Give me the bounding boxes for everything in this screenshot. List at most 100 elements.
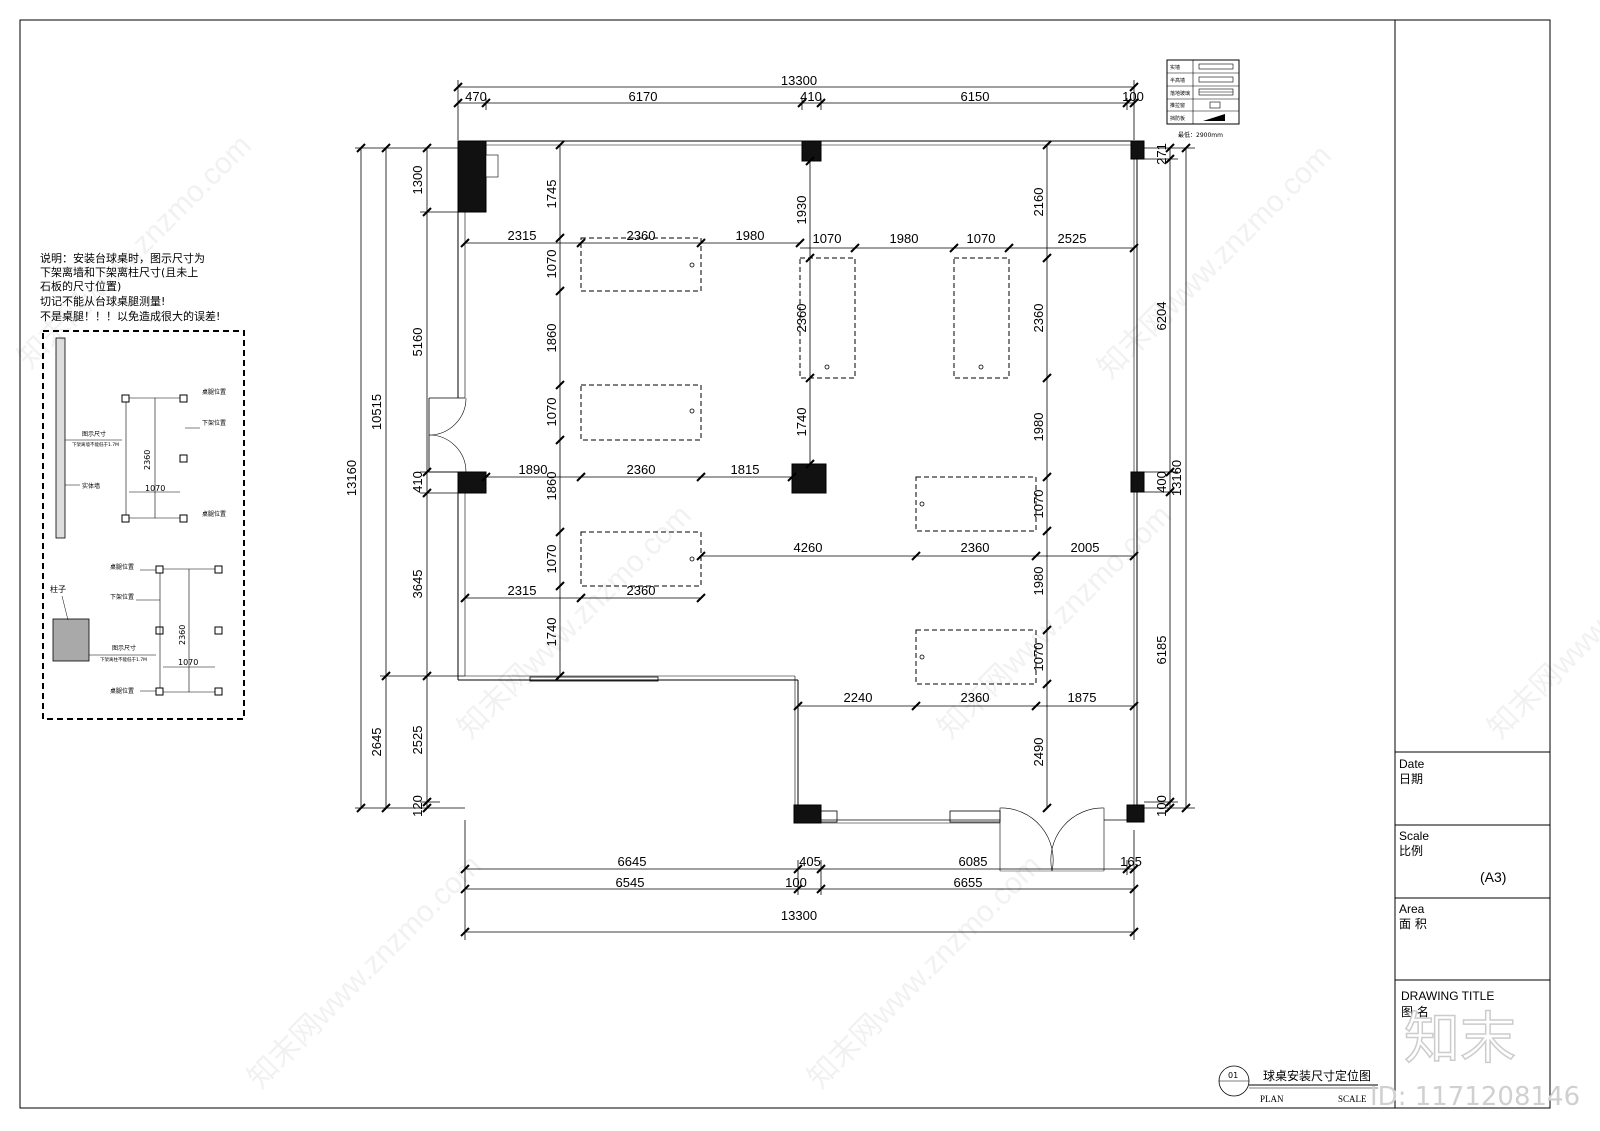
dim-inner: 1875 xyxy=(1068,690,1097,705)
leg-square xyxy=(214,687,223,696)
dim-right-inner: 6204 xyxy=(1154,302,1169,331)
dimension-tick xyxy=(422,797,432,807)
dim-top-seg: 410 xyxy=(800,89,822,104)
dimension-tick xyxy=(1042,803,1052,813)
dim-inner: 1745 xyxy=(544,180,559,209)
legend-sym-solid-wall xyxy=(1198,63,1234,70)
dim-bottom-2: 6545 xyxy=(616,875,645,890)
dimension-tick xyxy=(422,143,432,153)
note-line-5: 不是桌腿！！！以免造成很大的误差! xyxy=(40,309,220,323)
watermark-logo: 知末 xyxy=(1404,1007,1516,1072)
tb-area-cn: 面 积 xyxy=(1399,917,1427,931)
dim-inner: 1740 xyxy=(544,618,559,647)
detail1-len: 2360 xyxy=(143,450,152,470)
dimension-tick xyxy=(356,803,366,813)
detail2-frame-label: 下架位置 xyxy=(110,593,134,601)
dim-inner: 1890 xyxy=(519,462,548,477)
dim-inner: 2360 xyxy=(627,462,656,477)
pool-table xyxy=(580,531,702,587)
tb-date-en: Date xyxy=(1399,757,1425,771)
dimension-tick xyxy=(1129,82,1139,92)
solid-wall xyxy=(55,337,66,539)
dimension-tick xyxy=(460,864,470,874)
dimension-tick xyxy=(555,671,565,681)
detail1-wall-label: 实体墙 xyxy=(82,482,100,490)
pool-table xyxy=(580,237,702,292)
dimension-tick xyxy=(422,467,432,477)
dimension-tick xyxy=(453,82,463,92)
dimension-tick xyxy=(576,593,586,603)
dim-inner: 1815 xyxy=(731,462,760,477)
detail2-len: 2360 xyxy=(178,625,187,645)
dimension-tick xyxy=(850,243,860,253)
legend-row-3: 落地玻璃 xyxy=(1170,90,1190,97)
legend-row-4: 推拉窗 xyxy=(1170,102,1185,109)
dimension-tick xyxy=(1031,551,1041,561)
dimension-tick xyxy=(1129,551,1139,561)
dimension-tick xyxy=(576,238,586,248)
dimension-tick xyxy=(356,143,366,153)
tb-date-cn: 日期 xyxy=(1399,772,1423,786)
dim-top-seg: 470 xyxy=(465,89,487,104)
dim-left-inner: 1300 xyxy=(410,166,425,195)
billiard-tables xyxy=(580,237,1037,685)
dimension-tick xyxy=(793,884,803,894)
dimension-tick xyxy=(555,286,565,296)
detail2-column-label: 柱子 xyxy=(50,584,66,594)
dim-bottom-2: 100 xyxy=(785,875,807,890)
title-block: Date 日期 Scale 比例 (A3) Area 面 积 DRAWING T… xyxy=(1395,751,1550,1019)
dimension-tick xyxy=(1165,154,1175,164)
leg-square xyxy=(121,514,130,523)
dimension-tick xyxy=(793,864,803,874)
dimension-tick xyxy=(805,156,815,166)
dim-inner: 2360 xyxy=(961,540,990,555)
dimension-tick xyxy=(1042,373,1052,383)
pool-table xyxy=(915,629,1037,685)
legend: 实墙 半高墙 落地玻璃 推拉窗 挡防板 最低：2900mm xyxy=(1166,59,1240,139)
dimension-tick xyxy=(1122,864,1132,874)
dimension-tick xyxy=(805,373,815,383)
window xyxy=(529,676,659,682)
dim-inner: 2315 xyxy=(508,228,537,243)
legend-row-5: 挡防板 xyxy=(1170,115,1185,122)
watermark-id: ID: 1171208146 xyxy=(1370,1082,1580,1112)
dim-inner: 1930 xyxy=(794,196,809,225)
dim-right-outer: 13160 xyxy=(1169,460,1184,496)
dimension-tick xyxy=(1004,243,1014,253)
dimension-tick xyxy=(555,380,565,390)
dimension-tick xyxy=(793,701,803,711)
dimension-tick xyxy=(1129,701,1139,711)
detail1-leg-label-1: 桌腿位置 xyxy=(202,388,226,396)
dimension-tick xyxy=(1129,864,1139,874)
dim-left-outer: 13160 xyxy=(344,460,359,496)
dimension-tick xyxy=(1122,98,1132,108)
tb-drawing-title-en: DRAWING TITLE xyxy=(1401,989,1494,1003)
dim-inner: 1740 xyxy=(794,408,809,437)
dim-right-inner: 271 xyxy=(1154,143,1169,165)
legend-height-note: 最低：2900mm xyxy=(1178,131,1223,139)
dimension-tick xyxy=(1165,143,1175,153)
dim-inner: 1860 xyxy=(544,472,559,501)
dim-inner: 1980 xyxy=(1031,567,1046,596)
leg-square xyxy=(179,514,188,523)
dim-left-mid: 10515 xyxy=(369,394,384,430)
dimension-tick xyxy=(1165,467,1175,477)
tb-drawing-title-cn: 图 名 xyxy=(1401,1004,1429,1019)
dimension-tick xyxy=(1042,526,1052,536)
dim-left-inner: 2525 xyxy=(410,726,425,755)
detail2-wid: 1070 xyxy=(178,658,198,667)
dimension-tick xyxy=(696,238,706,248)
legend-sym-window xyxy=(1209,101,1221,109)
leg-square xyxy=(179,454,188,463)
dim-inner: 4260 xyxy=(794,540,823,555)
drawing-plan: PLAN xyxy=(1260,1094,1284,1104)
dimension-tick xyxy=(422,671,432,681)
legend-row-1: 实墙 xyxy=(1170,64,1180,71)
dimension-tick xyxy=(576,472,586,482)
column-right-mid xyxy=(1130,471,1145,493)
dim-inner: 2315 xyxy=(508,583,537,598)
drawing-title: 球桌安装尺寸定位图 xyxy=(1263,1068,1371,1083)
dim-inner: 1980 xyxy=(1031,413,1046,442)
dimension-tick xyxy=(696,551,706,561)
